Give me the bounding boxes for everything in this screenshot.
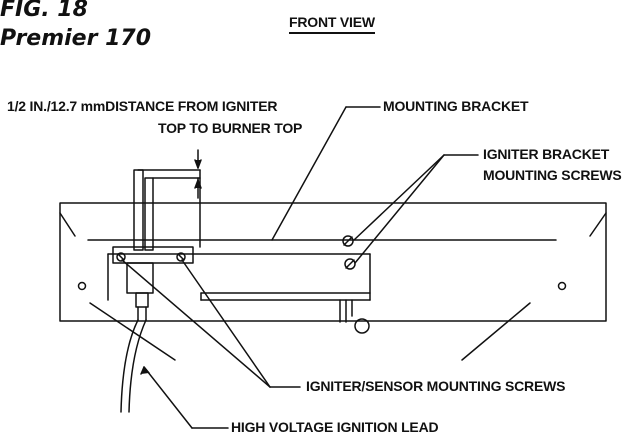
igniter-body: [133, 169, 201, 251]
ignition-lead-cable: [120, 319, 147, 413]
figure-model: Premier 170: [0, 26, 152, 51]
dimension-arrows: [194, 149, 202, 199]
sensor-screws-label: IGNITER/SENSOR MOUNTING SCREWS: [306, 378, 566, 394]
igniter-bracket-label-line2: MOUNTING SCREWS: [483, 167, 622, 183]
mounting-bracket-label: MOUNTING BRACKET: [383, 98, 529, 114]
view-title: FRONT VIEW: [289, 14, 375, 34]
bracket-mounting-screws: [342, 235, 356, 270]
figure-number: FIG. 18: [0, 0, 88, 22]
igniter-bracket-label-line1: IGNITER BRACKET: [483, 146, 610, 162]
mounting-bracket-plate: [107, 253, 371, 301]
leader-lines: [89, 106, 531, 429]
distance-label-line2: TOP TO BURNER TOP: [158, 120, 303, 136]
bracket-knob: [339, 299, 370, 334]
distance-label-line1: 1/2 IN./12.7 mmDISTANCE FROM IGNITER: [7, 98, 278, 114]
hv-lead-label: HIGH VOLTAGE IGNITION LEAD: [231, 419, 439, 435]
burner-housing: [59, 202, 607, 322]
sensor-mounting-screws: [116, 252, 186, 262]
lead-connector: [135, 292, 149, 321]
